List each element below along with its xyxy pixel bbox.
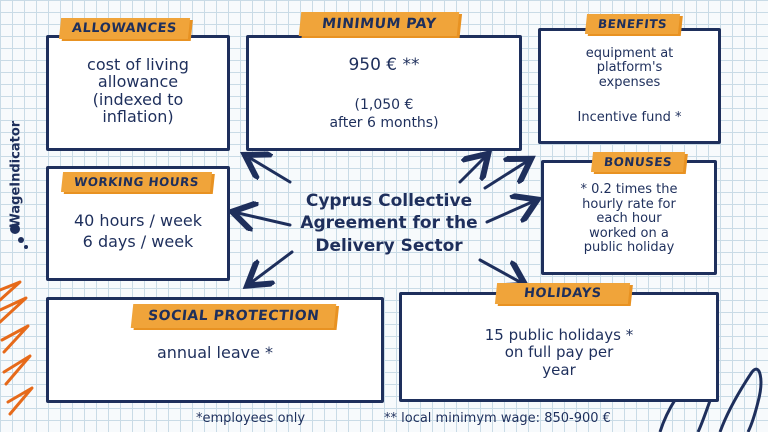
- arrow-to-social-protection: [252, 250, 294, 282]
- benefits-extra: Incentive fund *: [577, 110, 682, 125]
- allowances-text: cost of living allowance (indexed to inf…: [87, 55, 189, 126]
- benefits-text: equipment at platform's expenses: [585, 46, 674, 90]
- working-hours-tag: WORKING HOURS: [60, 172, 212, 192]
- arrow-to-allowances: [250, 158, 292, 184]
- brand-logo-icon: [10, 224, 28, 249]
- minimum-pay-note: (1,050 € after 6 months): [329, 97, 439, 132]
- bonuses-box: * 0.2 times the hourly rate for each hou…: [541, 160, 717, 275]
- social-protection-text: annual leave *: [156, 343, 274, 362]
- social-protection-tag: SOCIAL PROTECTION: [130, 304, 337, 328]
- holidays-tag: HOLIDAYS: [494, 283, 631, 304]
- arrow-to-bonuses: [485, 202, 532, 224]
- minimum-pay-box: 950 € ** (1,050 € after 6 months): [246, 35, 522, 151]
- bonuses-tag: BONUSES: [590, 152, 686, 172]
- working-hours-text: 40 hours / week 6 days / week: [73, 211, 203, 251]
- minimum-pay-amount: 950 € **: [348, 55, 420, 75]
- holidays-box: 15 public holidays * on full pay per yea…: [399, 292, 719, 402]
- minimum-pay-tag: MINIMUM PAY: [298, 12, 460, 36]
- allowances-box: cost of living allowance (indexed to inf…: [46, 35, 230, 151]
- center-title: Cyprus Collective Agreement for the Deli…: [300, 191, 478, 256]
- arrow-to-benefits: [483, 162, 526, 190]
- arrow-to-working-hours: [238, 213, 292, 225]
- bonuses-text: * 0.2 times the hourly rate for each hou…: [580, 182, 678, 256]
- arrow-to-holidays: [478, 258, 520, 282]
- allowances-tag: ALLOWANCES: [58, 18, 190, 39]
- arrow-to-minimum-pay: [458, 158, 484, 184]
- benefits-box: equipment at platform's expenses Incenti…: [538, 28, 721, 144]
- holidays-text: 15 public holidays * on full pay per yea…: [484, 326, 634, 379]
- footnote-employees: *employees only: [196, 411, 306, 426]
- benefits-tag: BENEFITS: [584, 14, 681, 34]
- footnote-local-wage: ** local minimym wage: 850-900 €: [384, 411, 611, 426]
